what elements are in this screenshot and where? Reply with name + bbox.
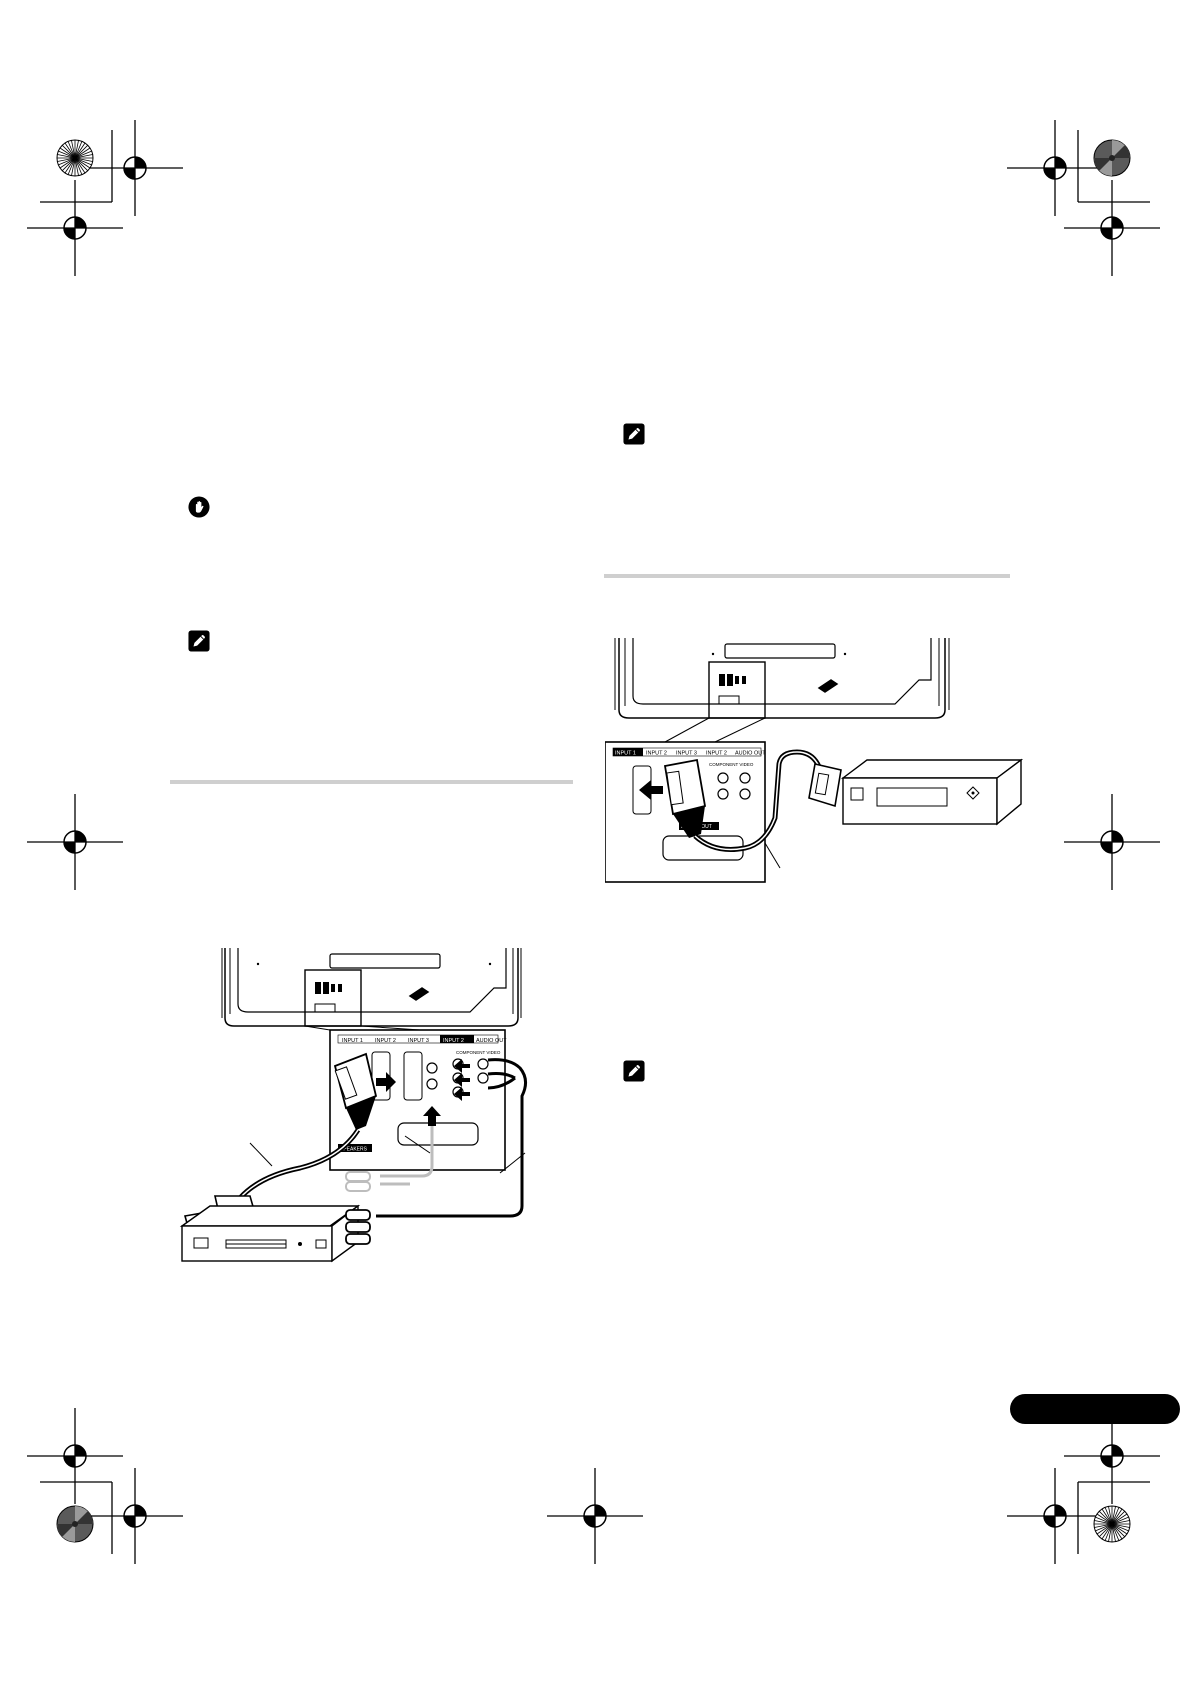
tv-rear-panel [614,638,950,719]
scart-plug-tv [333,1052,378,1130]
panel-label-input2-component: INPUT 2 [706,751,727,757]
panel-label-audio-out: AUDIO OUT [476,1038,507,1044]
panel-label-input3: INPUT 3 [408,1038,429,1044]
panel-label-audio-out: AUDIO OUT [735,751,766,757]
panel-label-input1: INPUT 1 [342,1038,363,1044]
panel-label-component-video: COMPONENT VIDEO [709,762,754,767]
panel-label-input2: INPUT 2 [375,1038,396,1044]
panel-label-speakers: SPEAKERS [340,1147,368,1153]
vcr-device [840,758,1024,826]
panel-label-input1: INPUT 1 [615,751,636,757]
scart-plug-vcr [808,763,842,808]
section-divider [604,574,1010,578]
note-pencil-icon [188,630,210,652]
caution-hand-icon [188,496,210,518]
panel-label-input3: INPUT 3 [676,751,697,757]
panel-label-input2: INPUT 2 [646,751,667,757]
dvd-player [179,1204,361,1263]
note-pencil-icon [623,423,645,445]
tv-rear-panel [221,948,522,1027]
section-divider [170,780,573,784]
scart-plug-tv [663,758,707,838]
page-number-tab [1010,1394,1180,1424]
dvd-connection-diagram: INPUT 1 INPUT 2 INPUT 3 INPUT 2 AUDIO OU… [179,948,527,1263]
note-pencil-icon [623,1060,645,1082]
panel-label-input2-component: INPUT 2 [443,1038,464,1044]
panel-label-component-video: COMPONENT VIDEO [456,1050,501,1055]
vcr-connection-diagram: INPUT 1 INPUT 2 INPUT 3 INPUT 2 AUDIO OU… [605,638,1024,883]
